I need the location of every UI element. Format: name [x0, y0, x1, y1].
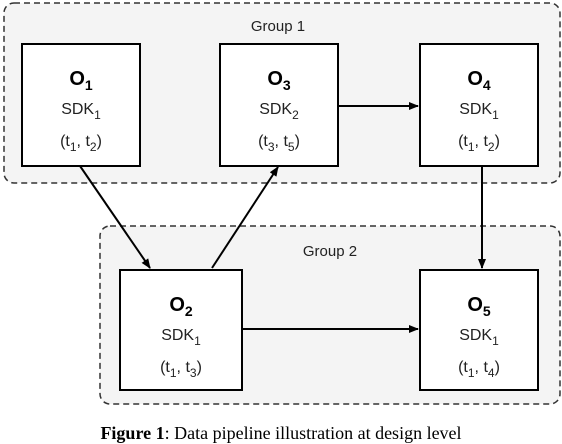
interval-start-index: 1 — [468, 140, 475, 154]
sdk-version: 1 — [492, 334, 499, 348]
interval-punct: , — [275, 133, 284, 150]
figure-caption: Figure 1: Data pipeline illustration at … — [0, 423, 562, 444]
interval-punct: , — [475, 359, 484, 376]
operator-sdk-o2: SDK1 — [161, 327, 201, 348]
operator-name: O — [467, 294, 483, 316]
operator-index: 3 — [283, 77, 291, 93]
interval-start-index: 1 — [468, 366, 475, 380]
operator-interval-o5: (t1, t4) — [458, 359, 500, 380]
interval-end-index: 3 — [190, 366, 197, 380]
operator-box-o4 — [419, 43, 539, 167]
interval-start-index: 1 — [170, 366, 177, 380]
interval-punct: ) — [97, 133, 102, 150]
operator-title-o2: O2 — [169, 294, 193, 319]
interval-punct: ) — [495, 133, 500, 150]
operator-sdk-o4: SDK1 — [459, 101, 499, 122]
operator-sdk-o3: SDK2 — [259, 101, 299, 122]
interval-start-index: 3 — [268, 140, 275, 154]
interval-end-index: 2 — [488, 140, 495, 154]
operator-interval-o2: (t1, t3) — [160, 359, 202, 380]
operator-index: 1 — [85, 77, 93, 93]
edge-o2-o3 — [211, 166, 279, 269]
sdk-name: SDK — [161, 327, 194, 344]
interval-punct: ( — [60, 133, 66, 150]
operator-index: 5 — [483, 303, 491, 319]
interval-punct: ) — [495, 359, 500, 376]
interval-start: t — [463, 359, 468, 376]
interval-end-index: 5 — [288, 140, 295, 154]
caption-separator: : — [164, 423, 170, 443]
operator-sdk-o5: SDK1 — [459, 327, 499, 348]
interval-start-index: 1 — [70, 140, 77, 154]
sdk-version: 1 — [492, 108, 499, 122]
interval-start: t — [263, 133, 268, 150]
figure-label: Figure 1 — [100, 423, 165, 443]
interval-punct: ( — [458, 133, 464, 150]
interval-punct: , — [475, 133, 484, 150]
interval-end: t — [85, 133, 90, 150]
interval-punct: ( — [160, 359, 166, 376]
edges-layer — [79, 102, 486, 333]
sdk-version: 2 — [292, 108, 299, 122]
interval-punct: ) — [197, 359, 202, 376]
interval-end: t — [483, 133, 488, 150]
operator-name: O — [267, 68, 283, 90]
interval-start: t — [65, 133, 70, 150]
sdk-name: SDK — [259, 101, 292, 118]
operator-title-o4: O4 — [467, 68, 491, 93]
operator-interval-o3: (t3, t5) — [258, 133, 300, 154]
group-label-g2: Group 2 — [303, 243, 357, 260]
operator-name: O — [467, 68, 483, 90]
operator-index: 4 — [483, 77, 491, 93]
interval-end-index: 4 — [488, 366, 495, 380]
interval-punct: ( — [458, 359, 464, 376]
operator-interval-o1: (t1, t2) — [60, 133, 102, 154]
sdk-name: SDK — [61, 101, 94, 118]
interval-punct: ) — [295, 133, 300, 150]
interval-start: t — [165, 359, 170, 376]
operator-interval-o4: (t1, t2) — [458, 133, 500, 154]
sdk-version: 1 — [94, 108, 101, 122]
operator-title-o1: O1 — [69, 68, 93, 93]
operator-title-o3: O3 — [267, 68, 291, 93]
operator-box-o3 — [219, 43, 339, 167]
interval-end: t — [283, 133, 288, 150]
interval-end: t — [483, 359, 488, 376]
sdk-name: SDK — [459, 327, 492, 344]
interval-end: t — [185, 359, 190, 376]
interval-punct: , — [77, 133, 86, 150]
interval-start: t — [463, 133, 468, 150]
operator-box-o1 — [21, 43, 141, 167]
operator-box-o2 — [119, 269, 243, 391]
sdk-version: 1 — [194, 334, 201, 348]
interval-end-index: 2 — [90, 140, 97, 154]
operator-title-o5: O5 — [467, 294, 491, 319]
edge-o1-o2 — [79, 165, 151, 269]
operator-index: 2 — [185, 303, 193, 319]
interval-punct: , — [177, 359, 186, 376]
sdk-name: SDK — [459, 101, 492, 118]
operator-name: O — [169, 294, 185, 316]
operator-box-o5 — [419, 269, 539, 391]
operator-sdk-o1: SDK1 — [61, 101, 101, 122]
operator-name: O — [69, 68, 85, 90]
group-label-g1: Group 1 — [251, 18, 305, 35]
interval-punct: ( — [258, 133, 264, 150]
caption-text: Data pipeline illustration at design lev… — [174, 423, 462, 443]
